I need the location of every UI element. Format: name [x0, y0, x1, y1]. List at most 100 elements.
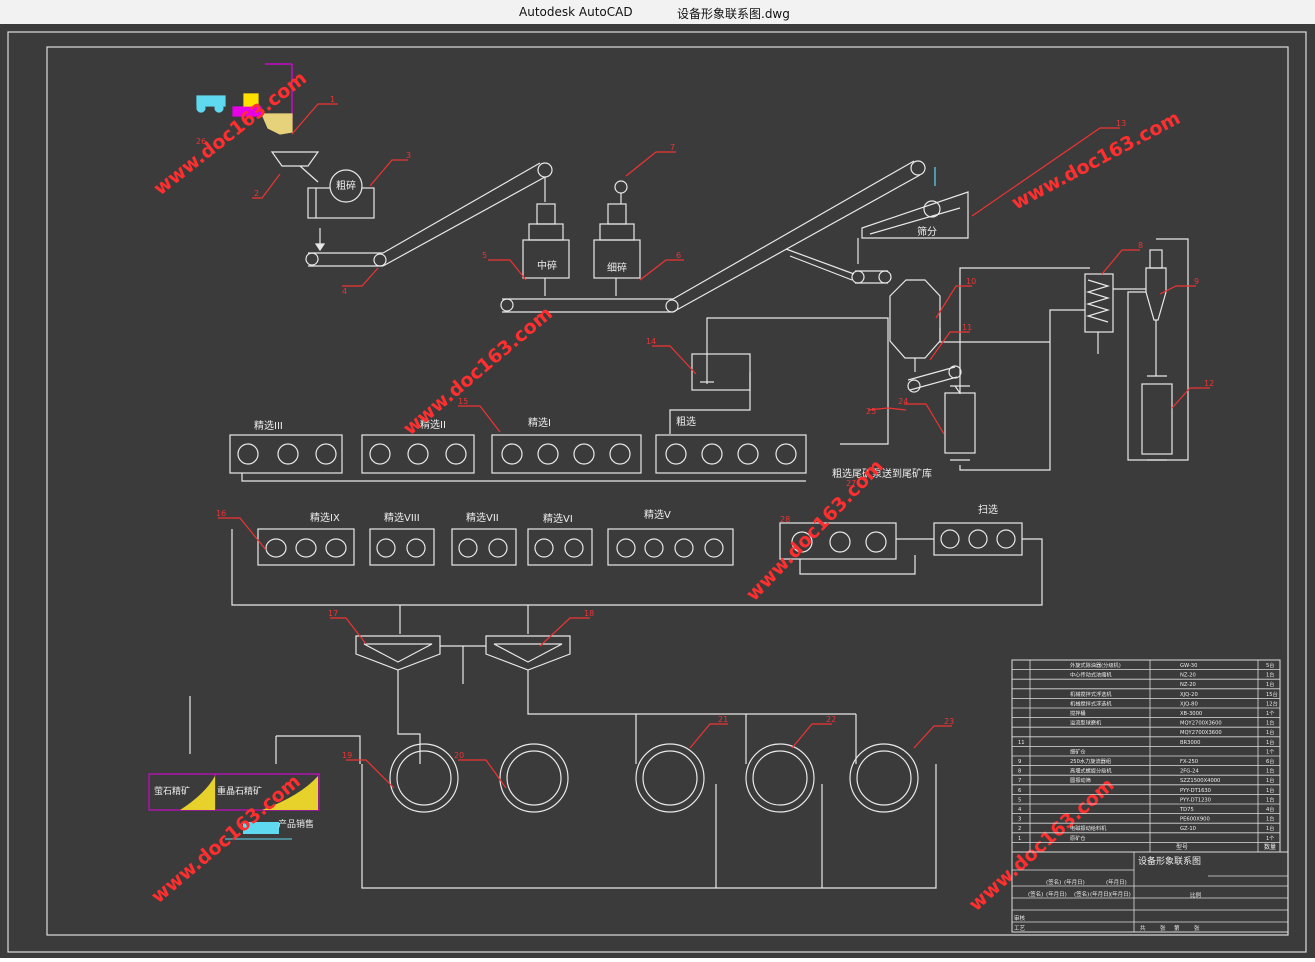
tb-col-model: 型号 [1176, 843, 1188, 851]
tb-row-name: 机械搅拌式浮选机 [1070, 690, 1112, 698]
tb-row-qty: 12台 [1266, 699, 1278, 707]
label-c2: 精选II [420, 418, 446, 431]
tb-row-model: GZ-10 [1180, 826, 1196, 832]
tb-row-model: GW-30 [1180, 663, 1197, 669]
label-product-b: 重晶石精矿 [217, 785, 262, 797]
tb-process: 工艺 [1014, 925, 1026, 932]
tb-row-num: 3 [1018, 817, 1021, 823]
callout-14: 14 [646, 337, 656, 346]
callout-10: 10 [966, 277, 976, 286]
tb-col-qty: 数量 [1264, 843, 1276, 851]
tb-row-model: MQY2700X3600 [1180, 721, 1222, 727]
ore-bin [232, 63, 293, 135]
callout-12: 12 [1204, 379, 1214, 388]
tb-row-num: 4 [1018, 807, 1022, 813]
watermark: www.doc163.com [742, 455, 888, 605]
tb-row-qty: 1台 [1266, 738, 1275, 746]
tb-sheet: 张 [1160, 924, 1166, 932]
callout-19: 19 [342, 751, 352, 760]
filters [389, 743, 919, 813]
drawing-canvas[interactable]: 1 2 3 4 5 6 7 8 9 10 11 12 13 14 15 16 1… [0, 24, 1315, 958]
callout-28: 28 [780, 515, 790, 524]
inner-frame [46, 46, 1289, 936]
label-scav: 扫选 [978, 503, 998, 516]
tb-row-model: NZ-20 [1180, 673, 1196, 679]
tb-row-qty: 1台 [1266, 824, 1275, 832]
tb-row-model: TD75 [1179, 807, 1194, 813]
tb-row-model: PYY-DT1630 [1180, 788, 1211, 794]
tb-row-name: 外旋式除油器(分级机) [1070, 661, 1121, 669]
tb-row-qty: 1台 [1266, 680, 1275, 688]
tb-date: (年月日) [1090, 890, 1111, 898]
tb-row-model: BR3000 [1180, 740, 1200, 746]
tb-row-num: 11 [1018, 740, 1025, 746]
product-piles [148, 773, 320, 840]
conveyor-2 [500, 160, 926, 313]
label-c1: 精选I [528, 416, 551, 429]
callout-25: 25 [866, 407, 876, 416]
label-product-a: 萤石精矿 [154, 785, 190, 797]
label-c8: 精选VIII [384, 511, 420, 524]
callout-15: 15 [458, 397, 468, 406]
tb-scale: 比例 [1190, 891, 1202, 899]
tb-row-name: 圆振动筛 [1070, 776, 1091, 784]
ball-mill-1 [944, 385, 976, 461]
hydrocyclone [1145, 249, 1167, 321]
tb-row-name: 细矿仓 [1070, 747, 1086, 755]
tb-row-qty: 1台 [1266, 815, 1275, 823]
tb-row-num: 5 [1018, 797, 1021, 803]
tb-row-num: 2 [1018, 826, 1021, 832]
drawing-svg: 1 2 3 4 5 6 7 8 9 10 11 12 13 14 15 16 1… [7, 31, 1307, 953]
tb-sign: (签名) [1028, 890, 1043, 898]
callout-6: 6 [676, 251, 681, 260]
callout-20: 20 [454, 751, 464, 760]
callout-3: 3 [406, 151, 411, 160]
ball-mill-2 [1141, 375, 1173, 461]
tb-row-name: 搅拌桶 [1070, 709, 1086, 717]
tb-row-num: 1 [1018, 836, 1021, 842]
tb-row-qty: 1个 [1266, 710, 1275, 717]
flotation-row-1 [229, 434, 807, 474]
label-medium: 中碎 [537, 259, 557, 272]
label-fine: 细碎 [607, 261, 627, 274]
tb-date: (年月日) [1046, 890, 1067, 898]
tb-sign: (签名) [1046, 878, 1061, 886]
label-tail-note: 粗选尾矿泵送到尾矿库 [832, 467, 932, 480]
callout-16: 16 [216, 509, 226, 518]
tb-row-num: 6 [1018, 788, 1021, 794]
watermarks: www.doc163.com www.doc163.com www.doc163… [147, 67, 1184, 916]
label-c9: 精选IX [310, 511, 340, 524]
callout-24: 24 [898, 397, 908, 406]
spiral-classifier [1084, 273, 1114, 333]
tb-review: 审核 [1014, 914, 1026, 922]
callout-9: 9 [1194, 277, 1199, 286]
label-c6: 精选VI [543, 512, 573, 525]
callout-18: 18 [584, 609, 594, 618]
medium-crusher [522, 203, 570, 279]
tb-row-qty: 1台 [1266, 786, 1275, 794]
vibrating-feeder [270, 151, 320, 167]
document-name: 设备形象联系图.dwg [677, 7, 790, 21]
outer-frame [7, 31, 1307, 953]
callout-17: 17 [328, 609, 338, 618]
tb-row-name: 250水力旋流器组 [1070, 757, 1111, 765]
fine-crusher [593, 180, 641, 279]
equipment-labels: 粗碎 中碎 细碎 筛分 粗选 扫选 精选III 精选II 精选I 精选IX 精选… [154, 179, 998, 830]
app-name: Autodesk AutoCAD [519, 5, 633, 19]
tb-row-name: 中心传动式浓缩机 [1070, 671, 1112, 679]
tb-row-name: 溢流型球磨机 [1070, 719, 1102, 727]
tb-row-model: FX-250 [1180, 759, 1198, 765]
callout-2: 2 [254, 189, 259, 198]
callout-27: 27 [846, 479, 856, 488]
callout-8: 8 [1138, 241, 1143, 250]
tb-row-name: 机械搅拌式浮选机 [1070, 699, 1112, 707]
tb-row-qty: 1台 [1266, 776, 1275, 784]
tb-row-name: 电磁振动给料机 [1070, 824, 1107, 832]
label-c5: 精选V [644, 508, 671, 521]
thickener-2 [485, 635, 571, 671]
label-rougher: 粗选 [676, 415, 696, 428]
tb-total: 共 [1140, 924, 1146, 932]
tb-row-qty: 1个 [1266, 748, 1275, 755]
label-screen: 筛分 [917, 225, 937, 238]
